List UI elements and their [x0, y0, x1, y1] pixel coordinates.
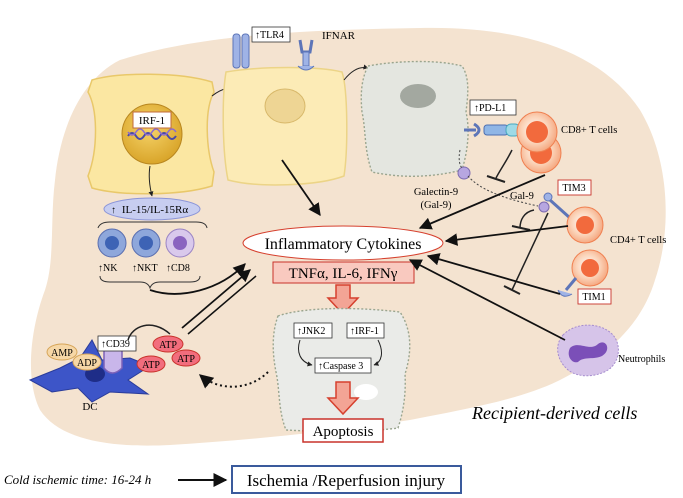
dc-label: DC: [82, 401, 97, 413]
injury-label: Ischemia /Reperfusion injury: [247, 471, 446, 490]
tim1-receptor-icon: [557, 277, 578, 297]
amp-ellipse: [46, 343, 78, 361]
atp-ellipse-1: [136, 355, 166, 373]
cd4-tcells-label: CD4+ T cells: [610, 235, 666, 246]
arrow-neutrophils-to-cytokines: [408, 259, 566, 341]
arrow-irf1-to-il15: [148, 165, 154, 197]
cd8-label: ↑CD8: [166, 263, 190, 274]
caspase3-label: ↑Caspase 3: [318, 361, 363, 372]
cd39-label: ↑CD39: [101, 339, 130, 350]
arrow-cd8-to-cytokines: [418, 174, 546, 230]
cd4-tcell-upper: [566, 206, 604, 244]
arrow-hep2-to-cytokines: [281, 159, 321, 217]
arrow-jnk2-to-caspase: [298, 339, 313, 367]
cd8-tcells: [516, 111, 562, 174]
tim3-receptor-icon: [543, 192, 572, 220]
lymphocyte-group: [97, 221, 208, 258]
tim3-inhibition: [519, 209, 535, 229]
adp-ellipse: [72, 353, 102, 371]
atp-label-2: ATP: [159, 340, 177, 351]
il15-ellipse: [103, 197, 201, 221]
ifnar-receptor-icon: [297, 39, 315, 71]
tim3-box: [557, 179, 592, 196]
cd4-tcell-lower: [571, 249, 609, 287]
arrow-hep2-to-deadcell: [343, 64, 369, 81]
tim3-label: TIM3: [562, 183, 585, 194]
jnk2-box: [293, 322, 333, 339]
amp-label: AMP: [51, 348, 73, 359]
caspase3-box: [314, 357, 372, 374]
irf1-nucleus-label: IRF-1: [139, 115, 165, 127]
il15-up-arrow: ↑: [111, 205, 116, 216]
arrow-atp-to-cytokines: [181, 269, 251, 329]
tlr4-box: [251, 26, 291, 43]
arrow-cd4-to-cytokines: [444, 225, 569, 246]
damaged-hepatocyte: [360, 60, 469, 177]
damaged-nucleus: [400, 84, 436, 108]
nkt-label: ↑NKT: [132, 263, 158, 274]
pink-arrow-cytokines-to-apoptosis: [326, 284, 360, 316]
irf1-nucleus-box: [132, 111, 172, 129]
gal9-label: Gal-9: [510, 191, 534, 202]
tlr4-receptor-icon: [232, 33, 250, 69]
apoptosis-label: Apoptosis: [313, 424, 374, 440]
atp-label-1: ATP: [142, 360, 160, 371]
nk-label: ↑NK: [98, 263, 118, 274]
cd8-tcells-label: CD8+ T cells: [561, 125, 617, 136]
dc-inhibition-arc: [127, 324, 171, 341]
galectin9-dot: [457, 166, 471, 180]
ifnar-label: IFNAR: [322, 30, 356, 42]
pdl1-label: ↑PD-L1: [474, 103, 506, 114]
inflammatory-ellipse: [242, 225, 444, 261]
pdl1-inhibition: [495, 149, 513, 179]
arrow-tim1-to-cytokines: [426, 253, 561, 295]
pink-arrow-caspase-to-apoptosis: [326, 381, 360, 416]
dotted-arrow-cell-to-atp: [198, 371, 269, 389]
pdl1-receptor-icon: [464, 122, 521, 138]
atp-to-cytokines-double: [187, 275, 257, 335]
neutrophils-label: Neutrophils: [618, 354, 665, 365]
jnk2-label: ↑JNK2: [297, 326, 325, 337]
cd39-receptor-icon: [103, 350, 123, 374]
pdl1-box: [469, 99, 517, 116]
lymphocyte-brace: [99, 275, 201, 290]
adp-label: ADP: [77, 358, 97, 369]
hepatocyte-irf1: [87, 73, 215, 195]
gal9-dot: [538, 201, 550, 213]
galectin9-dotted-link: [458, 149, 539, 207]
cold-ischemic-time: Cold ischemic time: 16-24 h: [4, 472, 151, 487]
atp-ellipse-3: [171, 349, 201, 367]
tim1-label: TIM1: [582, 292, 605, 303]
galectin9-label: Galectin-9: [414, 187, 458, 198]
apoptosis-box: [302, 418, 384, 443]
tlr4-label: ↑TLR4: [255, 30, 284, 41]
atp-ellipse-2: [152, 335, 184, 353]
arrow-lymphocytes-to-cytokines: [149, 263, 246, 295]
recipient-derived-label: Recipient-derived cells: [471, 403, 637, 423]
irf1-center-box: [346, 322, 385, 339]
tim-inhibition-line: [511, 212, 549, 291]
apoptotic-cell-hole: [354, 384, 378, 400]
hepatocyte-receptor: [222, 66, 348, 186]
il15-label: IL-15/IL-15Rα: [122, 204, 188, 216]
cd39-box: [97, 335, 137, 352]
injury-box: [231, 465, 462, 494]
cytokines-box: [272, 261, 415, 284]
atp-label-3: ATP: [177, 354, 195, 365]
galectin9-abbr-label: (Gal-9): [421, 200, 452, 211]
cytokines-label: TNFα, IL-6, IFNγ: [289, 266, 398, 282]
tim1-box: [577, 288, 612, 305]
irf1-center-label: ↑IRF-1: [350, 326, 379, 337]
arrow-irf1-to-caspase: [373, 339, 382, 366]
neutrophil-icon: [557, 324, 619, 377]
inflammatory-label: Inflammatory Cytokines: [265, 236, 422, 253]
